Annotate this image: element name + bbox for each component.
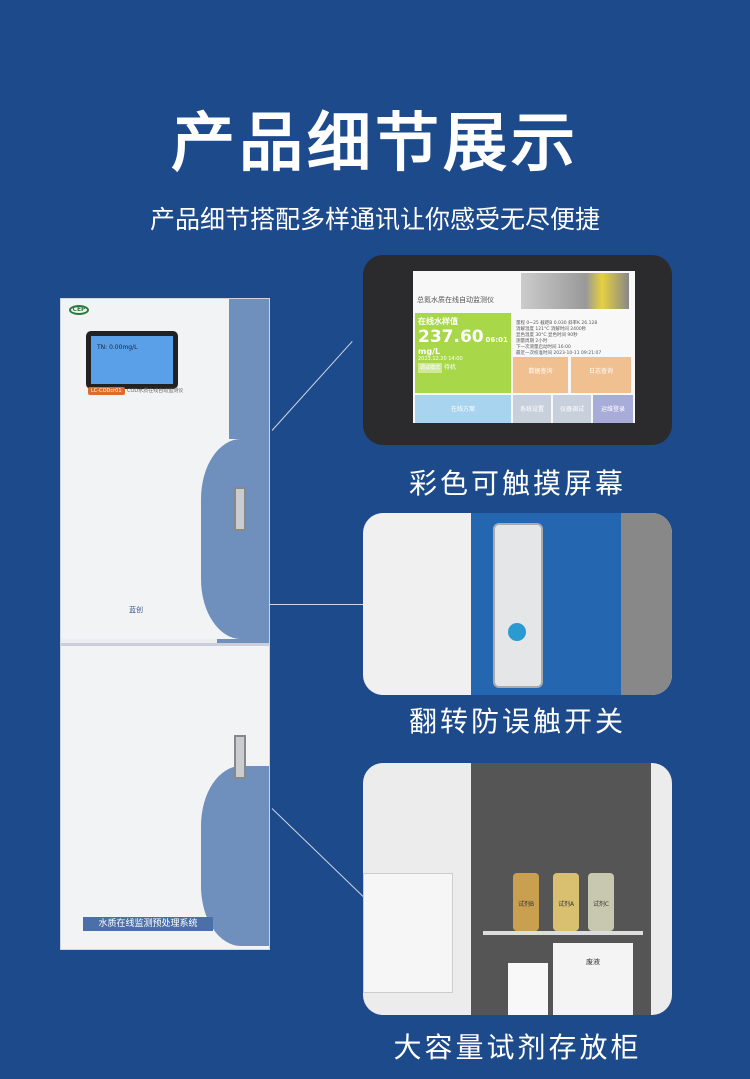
- lock-icon: [508, 623, 526, 641]
- caption-touchscreen: 彩色可触摸屏幕: [408, 467, 626, 500]
- touchscreen-photo: 总氮水质在线自动监测仪 在线水样值 237.60 06:01 mg/L 2023…: [363, 255, 672, 445]
- cabinet-screen: TN: 0.00mg/L: [86, 331, 178, 389]
- model-desc: COD水质在线自动监测仪: [127, 388, 184, 394]
- caption-switch: 翻转防误触开关: [408, 705, 626, 738]
- page-subtitle: 产品细节搭配多样通讯让你感受无尽便捷: [149, 205, 600, 234]
- cabinet-image: CEP TN: 0.00mg/L LC-CODcr01 COD水质在线自动监测仪…: [60, 298, 270, 950]
- cep-logo: CEP: [69, 305, 89, 315]
- switch-photo: [363, 513, 672, 695]
- model-tag: LC-CODcr01: [88, 387, 125, 395]
- reagent-cabinet-photo: 试剂B 试剂A 试剂C 废液: [363, 763, 672, 1015]
- nameplate: 水质在线监测预处理系统: [83, 917, 213, 931]
- page-title: 产品细节展示: [171, 107, 579, 181]
- brand-label: 蓝创: [129, 606, 143, 614]
- caption-reagent: 大容量试剂存放柜: [393, 1031, 642, 1064]
